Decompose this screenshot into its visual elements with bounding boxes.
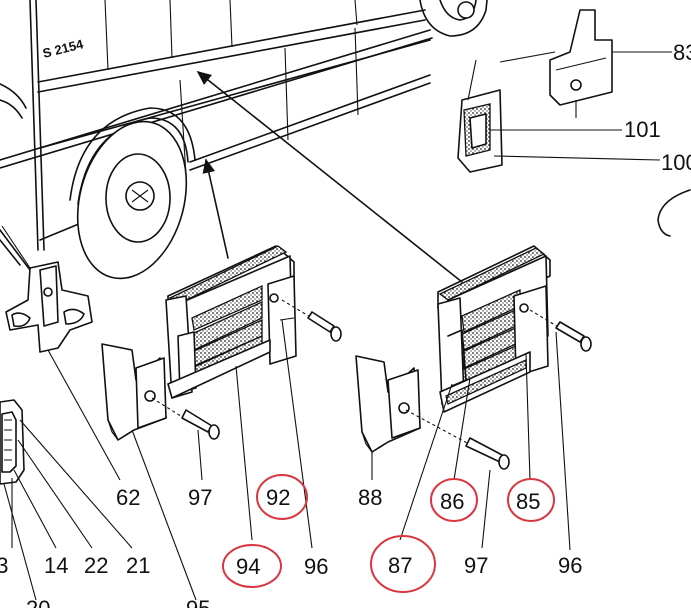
end-plate-88: [355, 355, 421, 453]
vehicle-plate: S 2154: [41, 36, 85, 61]
label-95: 95: [186, 596, 210, 608]
label-96-left: 96: [304, 554, 328, 579]
label-100: 100: [661, 150, 691, 175]
label-86: 86: [440, 489, 464, 514]
label-92: 92: [266, 485, 290, 510]
label-96-right: 96: [558, 553, 582, 578]
highlight-circle-94: [222, 544, 282, 588]
screw-96-right: [529, 309, 592, 352]
label-87: 87: [388, 553, 412, 578]
leader-lines: [3, 51, 672, 601]
part-number-labels: 83 101 100 62 97 92 88 86 85 94 96 87 97…: [0, 40, 691, 608]
screw-96-left: [281, 299, 342, 342]
curve-fragment: [657, 189, 691, 237]
label-83: 83: [673, 40, 691, 65]
label-62: 62: [116, 485, 140, 510]
rear-wheel: [419, 0, 488, 37]
screw-97-right: [405, 409, 510, 470]
screw-97-left: [151, 397, 220, 440]
left-rubber-buffer-assembly: [165, 245, 297, 399]
label-94: 94: [236, 554, 260, 579]
highlight-circle-86: [430, 478, 478, 522]
bracket-part-62: [1, 225, 93, 353]
label-21: 21: [126, 553, 150, 578]
highlight-circles: [222, 474, 555, 593]
label-13: 13: [0, 553, 8, 578]
assembly-arrows: [196, 71, 463, 283]
label-22: 22: [84, 553, 108, 578]
clip-part-101: [457, 59, 503, 173]
wheel: [76, 120, 188, 280]
side-marker-part: [0, 399, 25, 485]
label-101: 101: [624, 117, 661, 142]
highlight-circle-85: [507, 478, 555, 522]
label-88: 88: [358, 485, 382, 510]
highlight-circle-87: [370, 535, 436, 593]
end-plate-95: [101, 343, 167, 441]
right-rubber-buffer-assembly: [437, 245, 551, 413]
label-14: 14: [44, 553, 68, 578]
highlight-circle-92: [256, 474, 308, 520]
label-97-left: 97: [188, 485, 212, 510]
label-85: 85: [516, 489, 540, 514]
bracket-part-83: [549, 9, 613, 118]
label-20: 20: [26, 596, 50, 608]
label-97-right: 97: [464, 553, 488, 578]
